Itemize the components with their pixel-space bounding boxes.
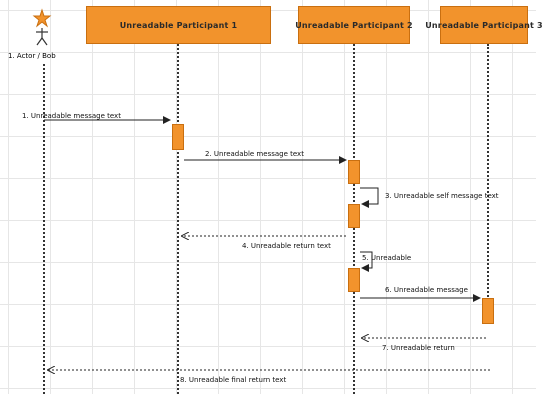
lifeline-participant-3	[487, 44, 489, 304]
message-3-label: 3. Unreadable self message text	[385, 192, 499, 200]
activation-participant-3[interactable]	[482, 298, 494, 324]
lifeline-participant-1	[177, 44, 179, 394]
message-4-label: 4. Unreadable return text	[242, 242, 331, 250]
activation-participant-1[interactable]	[172, 124, 184, 150]
activation-participant-2-c[interactable]	[348, 268, 360, 292]
message-5-arrow	[360, 251, 373, 272]
message-8-label: 8. Unreadable final return text	[180, 376, 287, 384]
participant-box-3[interactable]: Unreadable Participant 3	[425, 6, 543, 44]
activation-participant-2-b[interactable]	[348, 204, 360, 228]
participant-box-2[interactable]: Unreadable Participant 2	[295, 6, 413, 44]
message-3-arrow	[360, 187, 379, 208]
actor-label: 1. Actor / Bob	[8, 52, 56, 60]
participant-box-1[interactable]: Unreadable Participant 1	[86, 6, 271, 44]
message-1-label: 1. Unreadable message text	[22, 112, 121, 120]
message-2-label: 2. Unreadable message text	[205, 150, 304, 158]
message-7-label: 7. Unreadable return	[382, 344, 455, 352]
activation-participant-2-a[interactable]	[348, 160, 360, 184]
message-5-label: 5. Unreadable	[362, 254, 412, 262]
message-6-label: 6. Unreadable message	[385, 286, 468, 294]
lifeline-actor	[43, 64, 45, 394]
actor-icon	[32, 8, 52, 46]
